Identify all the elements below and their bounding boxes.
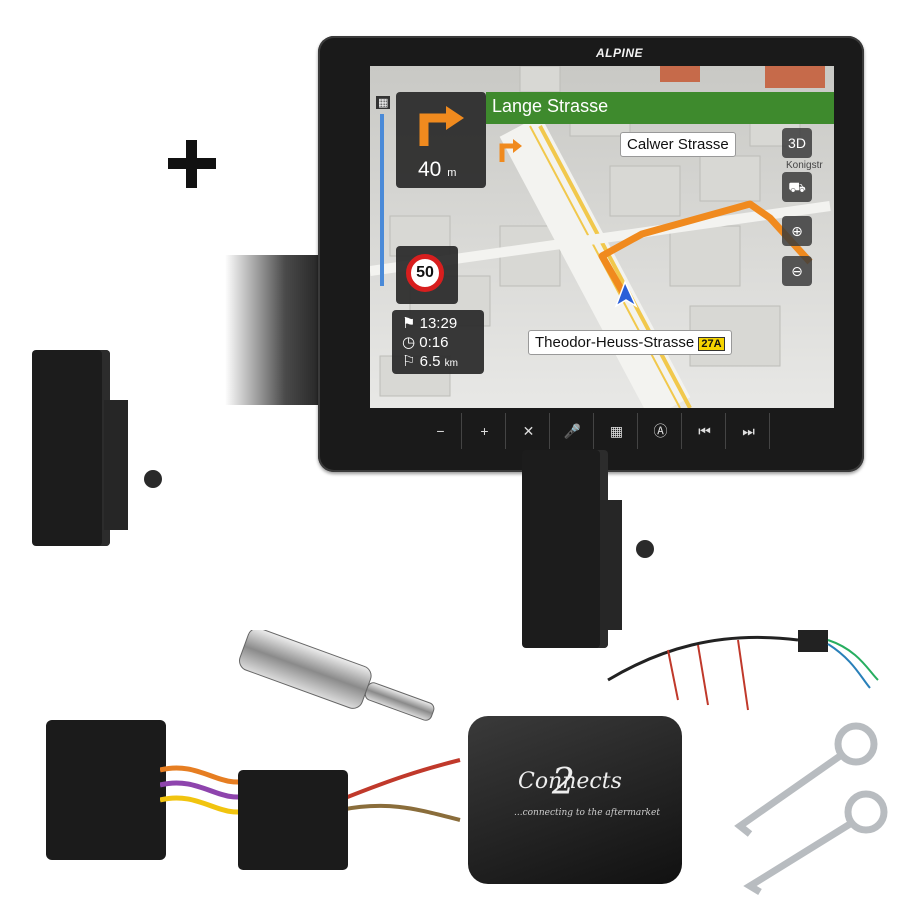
zoom-out-button[interactable]: ⊖ [782, 256, 812, 286]
bracket-clip-right [600, 500, 622, 630]
remote-cable-harness [607, 630, 879, 711]
fascia-bracket-right [522, 450, 608, 648]
volume-down-button[interactable]: − [420, 413, 462, 449]
unit-chassis [225, 255, 325, 405]
route-progress-bar [380, 114, 384, 286]
iso-connector-radio [238, 770, 348, 870]
voice-button[interactable]: 🎤 [552, 413, 594, 449]
arrival-time: 13:29 [419, 315, 458, 332]
volume-up-button[interactable]: + [464, 413, 506, 449]
checkered-flag-icon: ▦ [376, 96, 391, 109]
distance-icon: ⚐ [402, 353, 416, 370]
menu-button[interactable]: ▦ [596, 413, 638, 449]
car-icon: ⛟ [788, 179, 806, 195]
connects2-logo: Connects2 [518, 756, 622, 803]
bracket-clip-left [104, 400, 128, 530]
audio-button[interactable]: Ⓐ [640, 413, 682, 449]
destination-callout: Theodor-Heuss-Strasse 27A [528, 330, 732, 355]
fascia-bracket-left [32, 350, 110, 546]
screw-left [144, 470, 162, 488]
route-badge: 27A [698, 337, 725, 351]
turn-distance: 40 m [418, 158, 456, 182]
remaining-time: 0:16 [419, 334, 449, 351]
arrival-row: ⚑ 13:29 [402, 314, 457, 332]
iso-connector-vehicle [46, 720, 166, 860]
destination-street: Theodor-Heuss-Strasse [535, 334, 695, 351]
remaining-distance: 6.5 [419, 353, 441, 370]
turn-distance-value: 40 [418, 158, 442, 181]
street-callout: Calwer Strasse [620, 132, 736, 157]
traffic-button[interactable]: ⛟ [782, 172, 812, 202]
screw-right [636, 540, 654, 558]
navigation-screen[interactable]: ▦ Lange Strasse 40 m Calwer Strasse Theo… [370, 66, 834, 408]
current-street: Lange Strasse [492, 96, 609, 116]
connects2-logo-number: 2 [551, 762, 575, 803]
antenna-adapter [239, 630, 435, 721]
trip-info-panel[interactable]: ⚑ 13:29 ◷ 0:16 ⚐ 6.5 km [392, 310, 484, 374]
turn-distance-unit: m [447, 167, 457, 179]
zoom-out-icon: ⊖ [791, 263, 803, 279]
mute-button[interactable]: ✕ [508, 413, 550, 449]
connects2-tagline: ...connecting to the aftermarket [514, 808, 660, 818]
street-banner [486, 92, 834, 124]
brand-logo: ALPINE [596, 46, 644, 60]
view-mode-button[interactable]: 3D [782, 128, 812, 158]
steering-interface-box: Connects2 ...connecting to the aftermark… [468, 716, 682, 884]
zoom-in-button[interactable]: ⊕ [782, 216, 812, 246]
zoom-in-icon: ⊕ [791, 223, 803, 239]
connects2-logo-text: Connects [518, 769, 622, 794]
next-track-button[interactable]: ⏭ [728, 413, 770, 449]
plus-sign-vertical [186, 140, 197, 188]
removal-keys [734, 722, 888, 896]
next-turn-arrow-icon [499, 139, 522, 162]
remaining-distance-row: ⚐ 6.5 km [402, 352, 458, 370]
side-street-label: Konigstr [786, 160, 823, 171]
previous-track-button[interactable]: ⏮ [684, 413, 726, 449]
turn-indicator [396, 92, 486, 188]
speed-limit-sign: 50 [406, 254, 444, 292]
flag-icon: ⚑ [402, 315, 416, 332]
remaining-time-row: ◷ 0:16 [402, 333, 448, 351]
hardware-button-bar: − + ✕ 🎤 ▦ Ⓐ ⏮ ⏭ [420, 413, 780, 451]
turn-right-arrow-icon [419, 106, 464, 146]
clock-icon: ◷ [402, 334, 416, 351]
remaining-distance-unit: km [444, 358, 458, 369]
